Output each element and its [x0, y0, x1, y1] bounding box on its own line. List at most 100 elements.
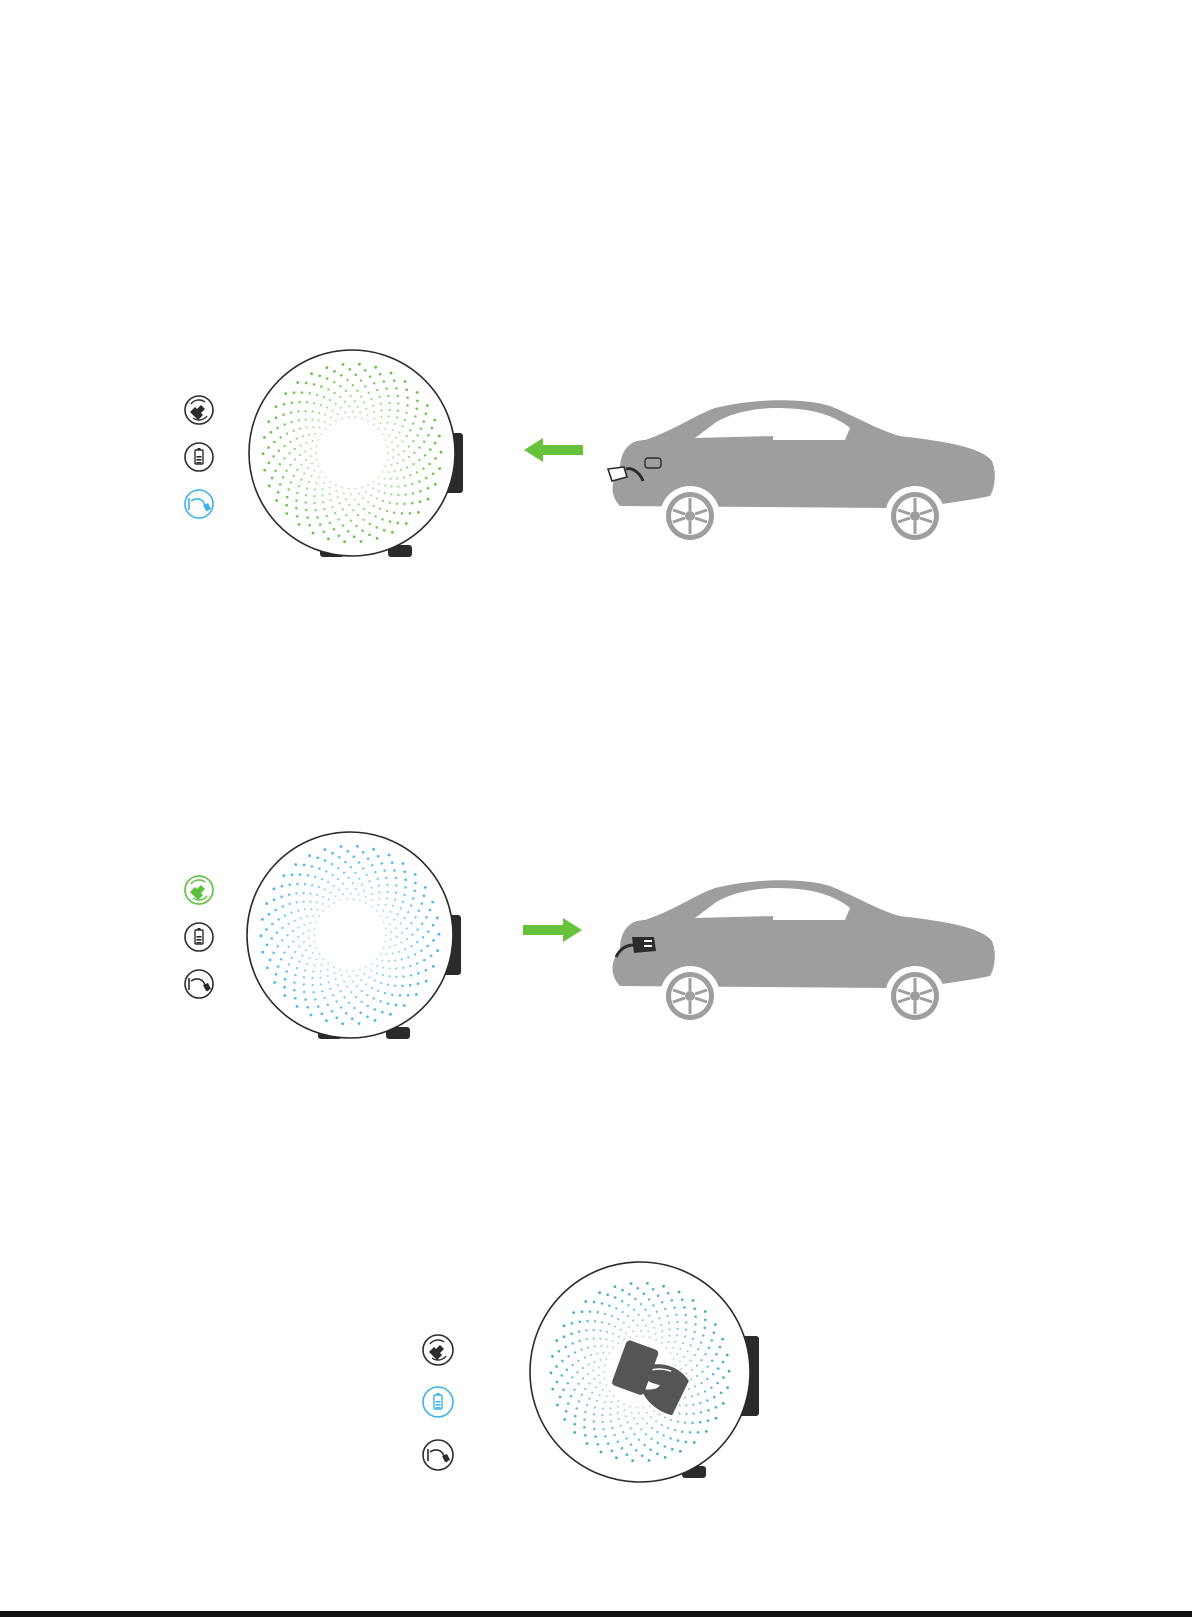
- led-dot: [414, 916, 416, 918]
- page-bottom-rule: [0, 1611, 1192, 1617]
- led-dot: [648, 1315, 650, 1317]
- led-dot: [701, 1371, 703, 1373]
- led-dot: [376, 910, 378, 912]
- led-dot: [396, 478, 398, 480]
- led-dot: [559, 1396, 562, 1399]
- led-dot: [305, 501, 307, 503]
- led-dot: [596, 1400, 598, 1402]
- led-dot: [324, 421, 326, 423]
- led-dot: [387, 395, 389, 397]
- led-dot: [355, 525, 358, 528]
- led-dot: [641, 1454, 644, 1457]
- led-dot: [378, 428, 380, 430]
- led-dot: [392, 449, 394, 451]
- led-dot: [374, 1008, 377, 1011]
- led-dot: [345, 498, 347, 500]
- led-dot: [555, 1365, 558, 1368]
- led-dot: [296, 492, 298, 494]
- led-dot: [373, 481, 375, 483]
- led-dot: [417, 982, 420, 985]
- led-dot: [685, 1413, 687, 1415]
- led-dot: [697, 1393, 699, 1395]
- led-dot: [292, 430, 294, 432]
- led-dot: [308, 434, 310, 436]
- led-dot: [348, 1002, 350, 1004]
- led-dot: [379, 373, 382, 376]
- led-dot: [649, 1406, 651, 1408]
- led-dot: [380, 416, 382, 418]
- led-dot: [291, 957, 293, 959]
- led-dot: [340, 845, 343, 848]
- status-icon-column: [185, 396, 213, 518]
- led-dot: [704, 1390, 706, 1392]
- led-dot: [327, 537, 330, 540]
- led-dot: [588, 1398, 590, 1400]
- led-dot: [633, 1433, 635, 1435]
- led-dot: [335, 978, 337, 980]
- led-dot: [386, 510, 388, 512]
- led-dot: [294, 458, 296, 460]
- led-dot: [278, 449, 281, 452]
- led-dot: [261, 918, 264, 921]
- led-dot: [672, 1347, 674, 1349]
- led-dot: [382, 974, 384, 976]
- led-dot: [293, 989, 296, 992]
- led-dot: [358, 861, 361, 864]
- led-dot: [629, 1406, 631, 1408]
- led-dot: [344, 411, 346, 413]
- led-dot: [650, 1416, 652, 1418]
- led-dot: [580, 1349, 582, 1351]
- led-dot: [675, 1341, 677, 1343]
- led-dot: [617, 1318, 619, 1320]
- led-dot: [388, 975, 390, 977]
- led-dot: [395, 927, 397, 929]
- led-dot: [676, 1321, 678, 1323]
- led-dot: [346, 850, 349, 853]
- led-dot: [322, 501, 324, 503]
- led-dot: [670, 1352, 672, 1354]
- rear-wheel: [885, 486, 945, 546]
- led-dot: [289, 884, 292, 887]
- led-dot: [407, 911, 409, 913]
- battery-icon: [185, 923, 213, 951]
- led-dot: [314, 998, 317, 1001]
- led-dot: [316, 394, 318, 396]
- led-dot: [410, 922, 412, 924]
- led-dot: [321, 433, 323, 435]
- led-dot: [296, 1005, 299, 1008]
- led-dot: [649, 1448, 652, 1451]
- battery-icon: [423, 1387, 453, 1417]
- led-dot: [295, 499, 298, 502]
- led-dot: [298, 945, 300, 947]
- led-dot: [313, 502, 315, 504]
- led-dot: [656, 1431, 658, 1433]
- led-dot: [614, 1296, 617, 1299]
- led-dot: [402, 975, 404, 977]
- led-dot: [341, 975, 343, 977]
- led-dot: [418, 459, 420, 461]
- led-dot: [432, 965, 435, 968]
- led-dot: [409, 474, 411, 476]
- led-dot: [298, 401, 301, 404]
- led-dot: [618, 1336, 620, 1338]
- led-dot: [684, 1397, 686, 1399]
- led-dot: [308, 930, 310, 932]
- led-dot: [275, 416, 278, 419]
- led-dot: [625, 1453, 628, 1456]
- led-dot: [377, 904, 379, 906]
- led-dot: [382, 471, 384, 473]
- led-dot: [327, 905, 329, 907]
- led-dot: [263, 469, 266, 472]
- led-dot: [304, 924, 306, 926]
- led-dot: [346, 970, 348, 972]
- direction-arrow: [523, 918, 582, 942]
- led-dot: [661, 1330, 663, 1332]
- led-dot: [276, 427, 279, 430]
- led-dot: [339, 900, 341, 902]
- led-dot: [378, 396, 380, 398]
- led-dot: [383, 869, 386, 872]
- led-dot: [316, 516, 319, 519]
- led-dot: [376, 958, 378, 960]
- led-dot: [586, 1404, 588, 1406]
- led-dot: [661, 1336, 663, 1338]
